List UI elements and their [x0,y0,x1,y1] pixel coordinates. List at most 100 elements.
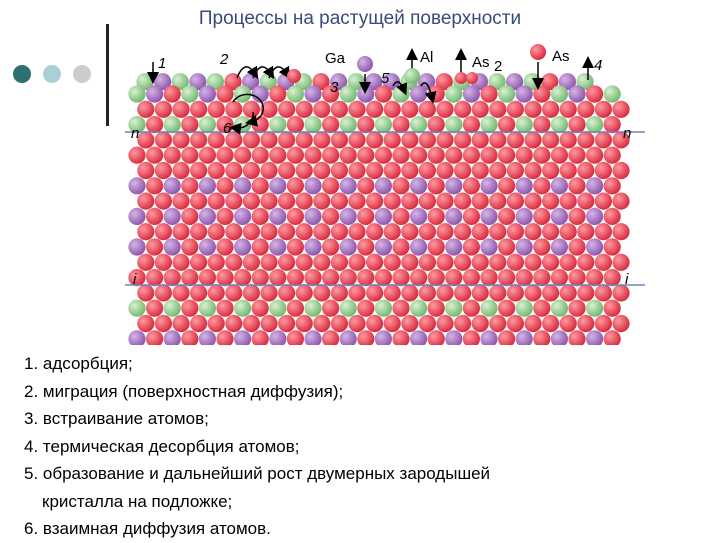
layer-label-i-right: i [625,271,629,288]
lattice-atom [278,253,296,271]
lattice-atom [190,192,208,210]
lattice-atom [357,116,375,134]
process-list-item-2: 2. миграция (поверхностная диффузия); [24,381,344,401]
lattice-atom [603,330,621,345]
lattice-atom [207,161,225,180]
lattice-atom [172,223,190,241]
lattice-atom [322,269,340,287]
nucleation-arc-icon-1 [392,81,408,96]
lattice-atom [498,146,516,164]
lattice-atom [128,177,146,195]
lattice-atom [374,146,392,164]
surface-atom [435,73,453,91]
lattice-atom [304,238,322,256]
lattice-atom [454,100,472,118]
lattice-atom [603,238,621,256]
lattice-atom [418,253,436,271]
lattice-atom [146,207,164,225]
lattice-atom [418,161,436,180]
lattice-atom [234,330,252,345]
lattice-atom [225,223,243,241]
lattice-atom [392,299,410,317]
lattice-atom [427,269,445,287]
lattice-atom [260,192,278,210]
lattice-atom [542,314,560,333]
lattice-atom [401,192,419,210]
lattice-atom [401,100,419,118]
lattice-atom [154,284,172,302]
lattice-atom [269,207,287,225]
lattice-atom [366,100,384,118]
lattice-atom [506,314,524,333]
lattice-atom [357,330,375,345]
lattice-atom [410,269,428,287]
lattice-atom [172,284,190,302]
lattice-atom [489,223,507,241]
lattice-atom [427,116,445,134]
lattice-atom [577,100,595,118]
surface-atom [506,73,524,91]
lattice-atom [146,177,164,195]
lattice-atom [146,269,164,287]
lattice-atom [339,330,357,345]
lattice-atom [542,192,560,210]
lattice-atom [612,161,630,180]
lattice-atom [594,223,612,241]
lattice-atom [330,253,348,271]
lattice-atom [190,161,208,180]
lattice-atom [542,100,560,118]
lattice-atom [286,146,304,164]
lattice-atom [471,314,489,333]
lattice-atom [524,161,542,180]
lattice-atom [348,131,366,149]
lattice-atom [260,253,278,271]
lattice-atom [181,85,199,103]
layer-label-n-right: n [623,125,631,142]
lattice-atom [489,314,507,333]
surface-atom [171,73,189,91]
lattice-atom [234,85,252,103]
interdiffusion-arrow-icon-1 [232,93,264,127]
lattice-atom [612,314,630,333]
lattice-atom [146,85,164,103]
lattice-atom [577,223,595,241]
lattice-atom [383,192,401,210]
lattice-atom [260,314,278,333]
lattice-atom [515,116,533,134]
lattice-atom [322,85,340,103]
lattice-atom [427,207,445,225]
lattice-atom [181,299,199,317]
lattice-atom [418,284,436,302]
lattice-atom [286,116,304,134]
lattice-atom [313,284,331,302]
lattice-atom [163,207,181,225]
lattice-atom [128,207,146,225]
lattice-atom [445,207,463,225]
lattice-atom [216,146,234,164]
lattice-atom [542,131,560,149]
crystal-growth-diagram: n n i i 1 2 3 Ga Al 5 As 2 [125,44,645,345]
lattice-atom [550,330,568,345]
surface-atom [189,73,207,91]
lattice-atom [462,330,480,345]
lattice-atom [374,85,392,103]
lattice-atom [427,177,445,195]
lattice-atom [559,253,577,271]
lattice-atom [506,253,524,271]
migrating-atom [287,69,301,83]
lattice-atom [339,299,357,317]
lattice-atoms [128,73,630,345]
lattice-atom [427,146,445,164]
lattice-atom [374,299,392,317]
lattice-atom [445,85,463,103]
lattice-atom [234,146,252,164]
lattice-atom [137,314,155,333]
as-atom [530,44,546,60]
lattice-atom [128,116,146,134]
lattice-atom [242,192,260,210]
lattice-atom [146,238,164,256]
lattice-atom [550,116,568,134]
process-list-item-3: 3. встраивание атомов; [24,409,209,428]
lattice-atom [427,85,445,103]
lattice-atom [330,131,348,149]
